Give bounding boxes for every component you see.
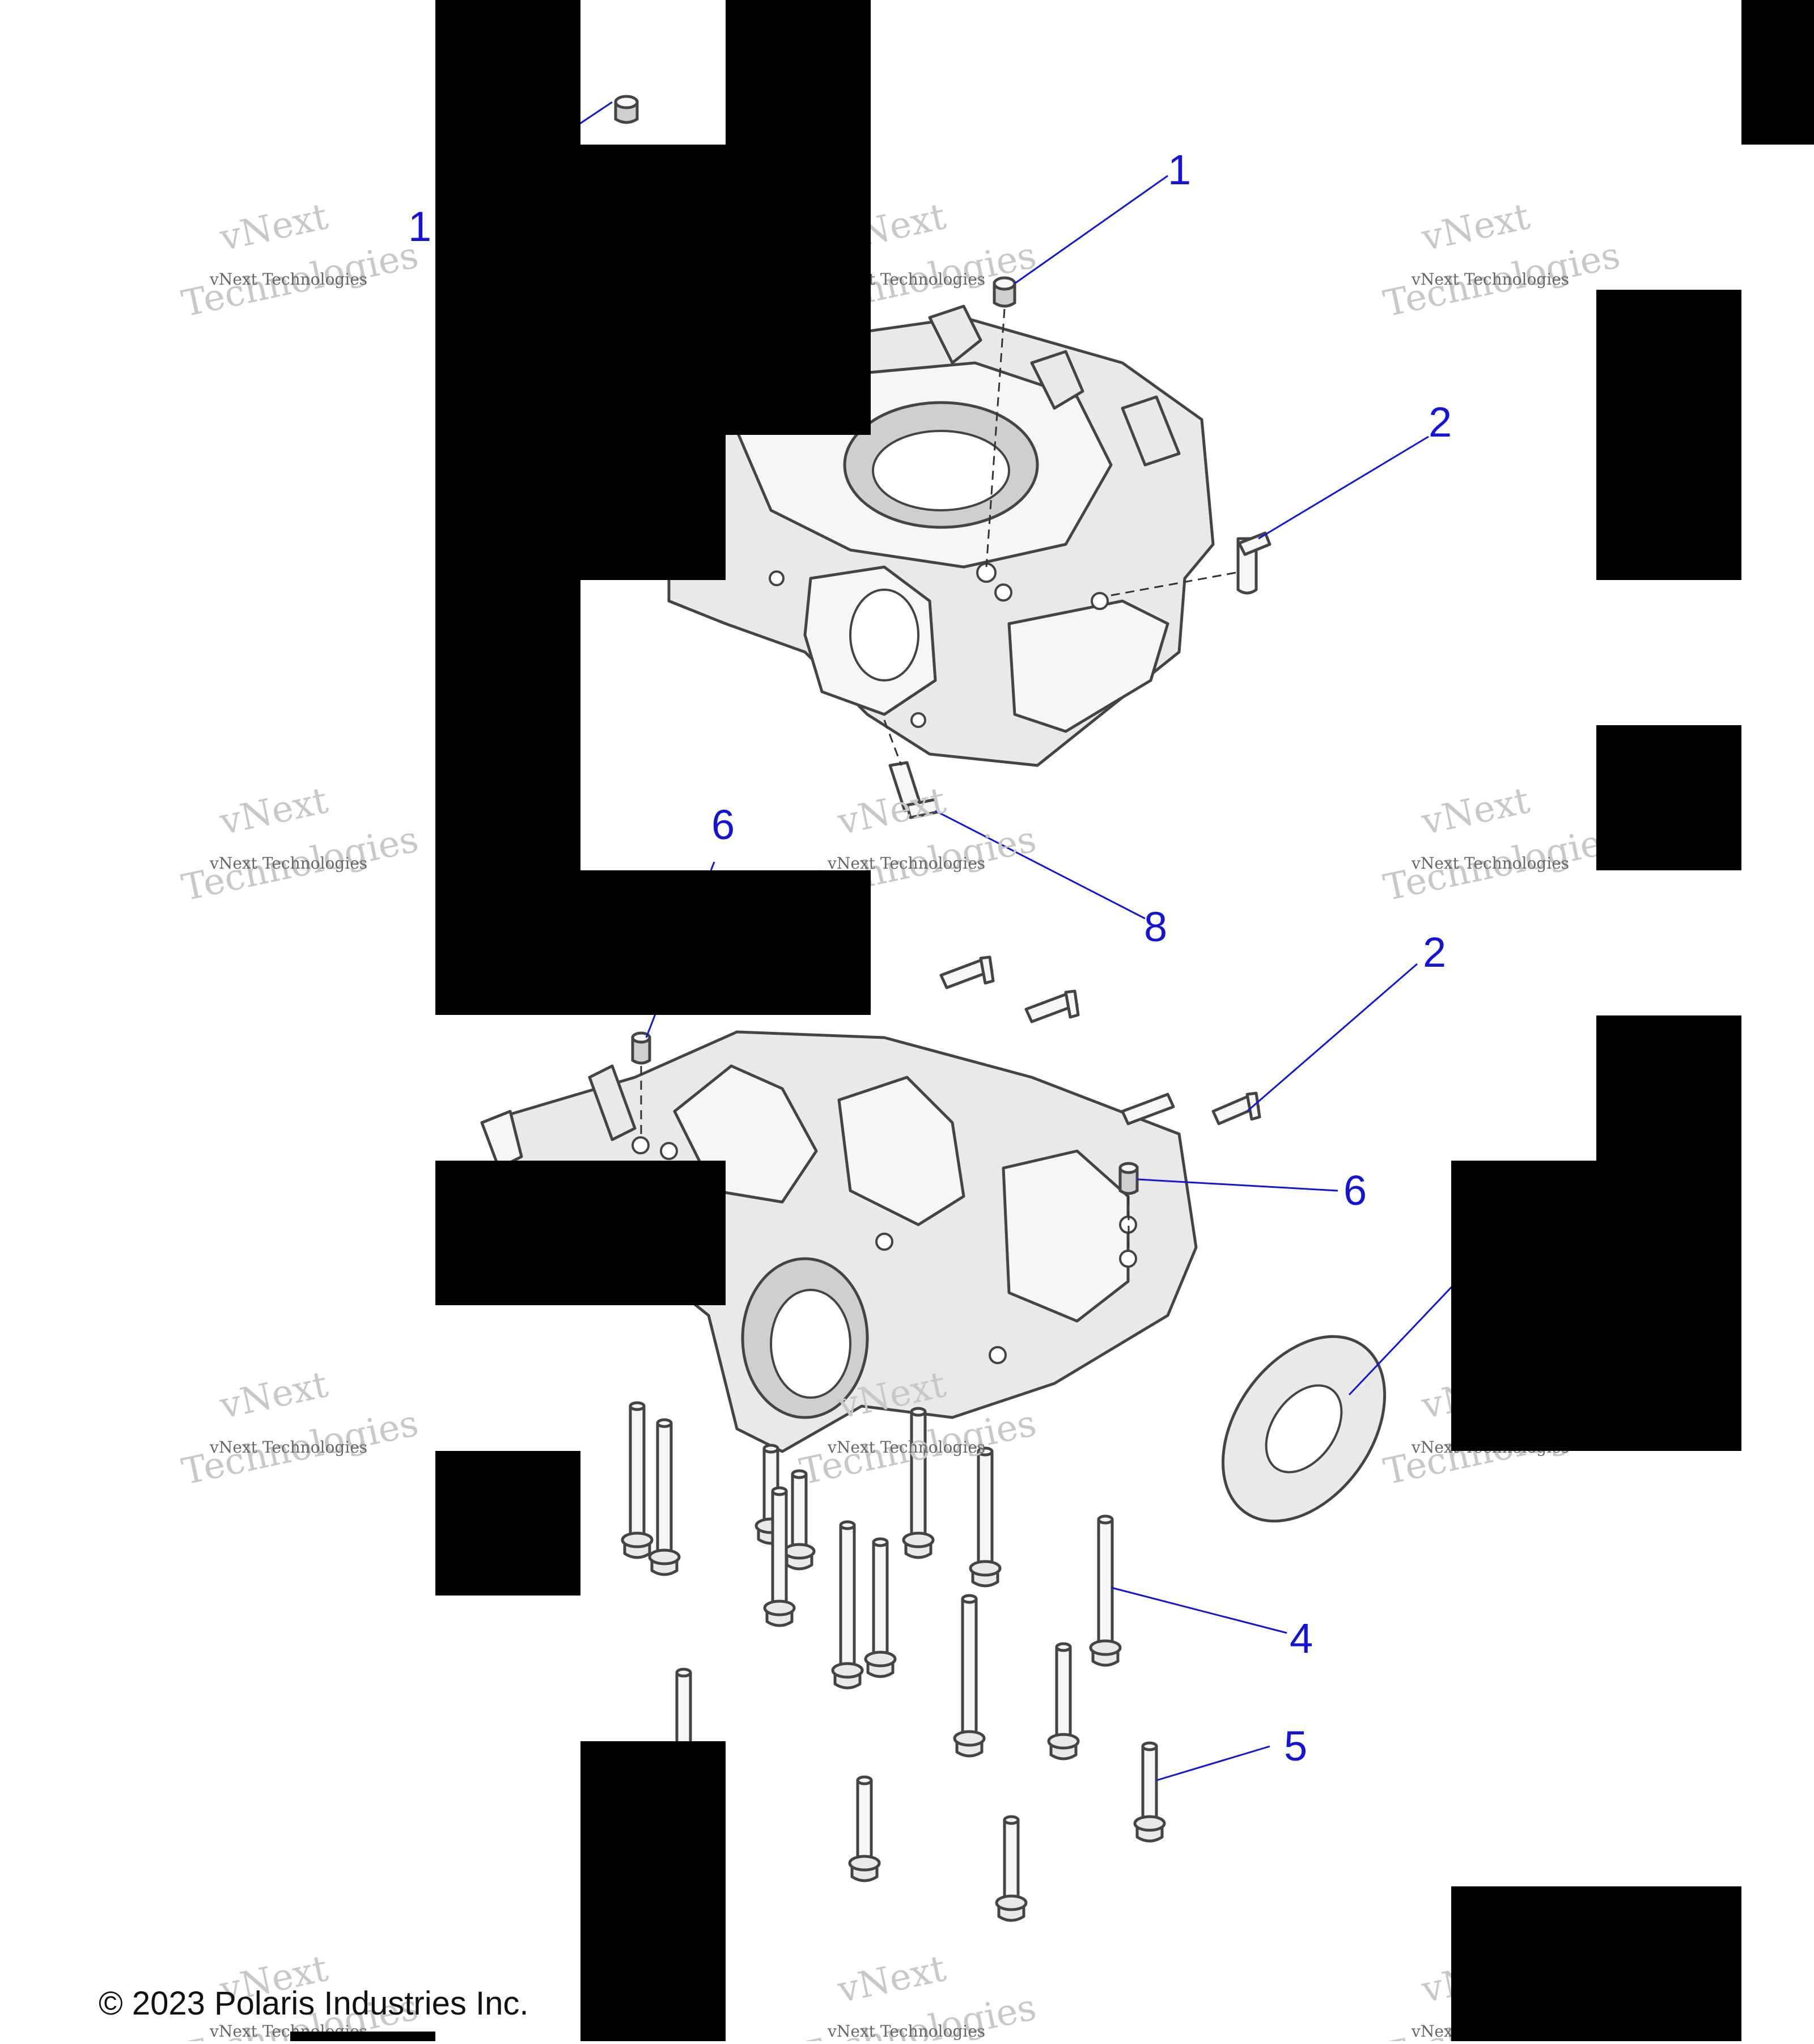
redaction-block xyxy=(435,1451,580,1596)
callout-8: 8 xyxy=(1144,903,1167,950)
leader-lines xyxy=(578,101,1458,1781)
redaction-block xyxy=(580,870,871,1015)
watermark-line-2: vNext Technologies xyxy=(1411,854,1569,873)
seal-ring xyxy=(1221,1335,1387,1523)
dowel-pin-top xyxy=(985,276,1016,568)
watermark-line-1: vNext xyxy=(216,780,332,844)
redaction-block xyxy=(1596,290,1741,580)
watermark-line-2: vNext Technologies xyxy=(827,854,985,873)
watermark-line-1: vNext xyxy=(1418,780,1533,844)
dowel-pin-6-right xyxy=(1118,1162,1139,1247)
redaction-block xyxy=(1451,1161,1741,1451)
callout-2-upper: 2 xyxy=(1429,399,1452,446)
watermark-line-2: vNext Technologies xyxy=(209,270,367,289)
bolt xyxy=(902,1407,935,1559)
callout-1-top: 1 xyxy=(1168,146,1191,193)
callout-numbers: 1 1 2 6 8 2 6 4 5 xyxy=(408,146,1452,1770)
watermark-line-2: vNext Technologies xyxy=(209,1438,367,1457)
bolt xyxy=(953,1594,986,1758)
callout-5: 5 xyxy=(1284,1723,1307,1770)
redaction-block xyxy=(435,0,580,1015)
elbow-fitting-upper xyxy=(1111,531,1272,596)
fittings-lower xyxy=(939,955,1261,1125)
watermark-line-1: vNext xyxy=(834,780,950,844)
bolt xyxy=(1133,1741,1166,1843)
callout-4: 4 xyxy=(1290,1615,1313,1662)
bolt xyxy=(995,1815,1028,1922)
callout-6-right: 6 xyxy=(1343,1167,1367,1214)
watermark-line-2: vNext Technologies xyxy=(827,1438,985,1457)
bolt xyxy=(1089,1514,1122,1667)
bolt xyxy=(1047,1642,1080,1761)
redaction-blocks xyxy=(290,0,1814,2041)
dowel-pin-6-left xyxy=(631,1031,651,1140)
bolt xyxy=(969,1446,1002,1588)
redaction-block xyxy=(1596,725,1741,870)
watermark-line-1: vNext xyxy=(1418,196,1533,260)
bolt xyxy=(763,1486,796,1627)
bolt xyxy=(648,1418,681,1576)
callout-2-lower: 2 xyxy=(1423,929,1446,976)
redaction-block xyxy=(580,145,726,580)
callout-6-left: 6 xyxy=(711,801,735,848)
watermark-line-2: vNext Technologies xyxy=(827,2022,985,2041)
callout-1-left: 1 xyxy=(408,203,431,250)
redaction-block xyxy=(435,1161,726,1305)
watermark-line-1: vNext xyxy=(216,196,332,260)
copyright-notice: © 2023 Polaris Industries Inc. xyxy=(99,1985,529,2022)
dowel-pin-left xyxy=(614,95,639,124)
watermark-line-1: vNext xyxy=(216,1364,332,1428)
redaction-block xyxy=(1741,0,1814,145)
watermark-line-2: vNext Technologies xyxy=(209,854,367,873)
redaction-block xyxy=(1596,1015,1741,1161)
bolt xyxy=(848,1775,881,1882)
bolt-group xyxy=(621,1401,1166,1922)
watermark-line-1: vNext xyxy=(834,1948,950,2012)
watermark-line-2: vNext Technologies xyxy=(1411,270,1569,289)
bolt xyxy=(621,1401,654,1559)
redaction-block xyxy=(290,2032,435,2041)
redaction-block xyxy=(580,1741,726,2041)
redaction-block xyxy=(726,0,871,435)
bolt xyxy=(831,1520,864,1690)
redaction-block xyxy=(1451,1886,1741,2041)
bolt xyxy=(864,1537,897,1678)
